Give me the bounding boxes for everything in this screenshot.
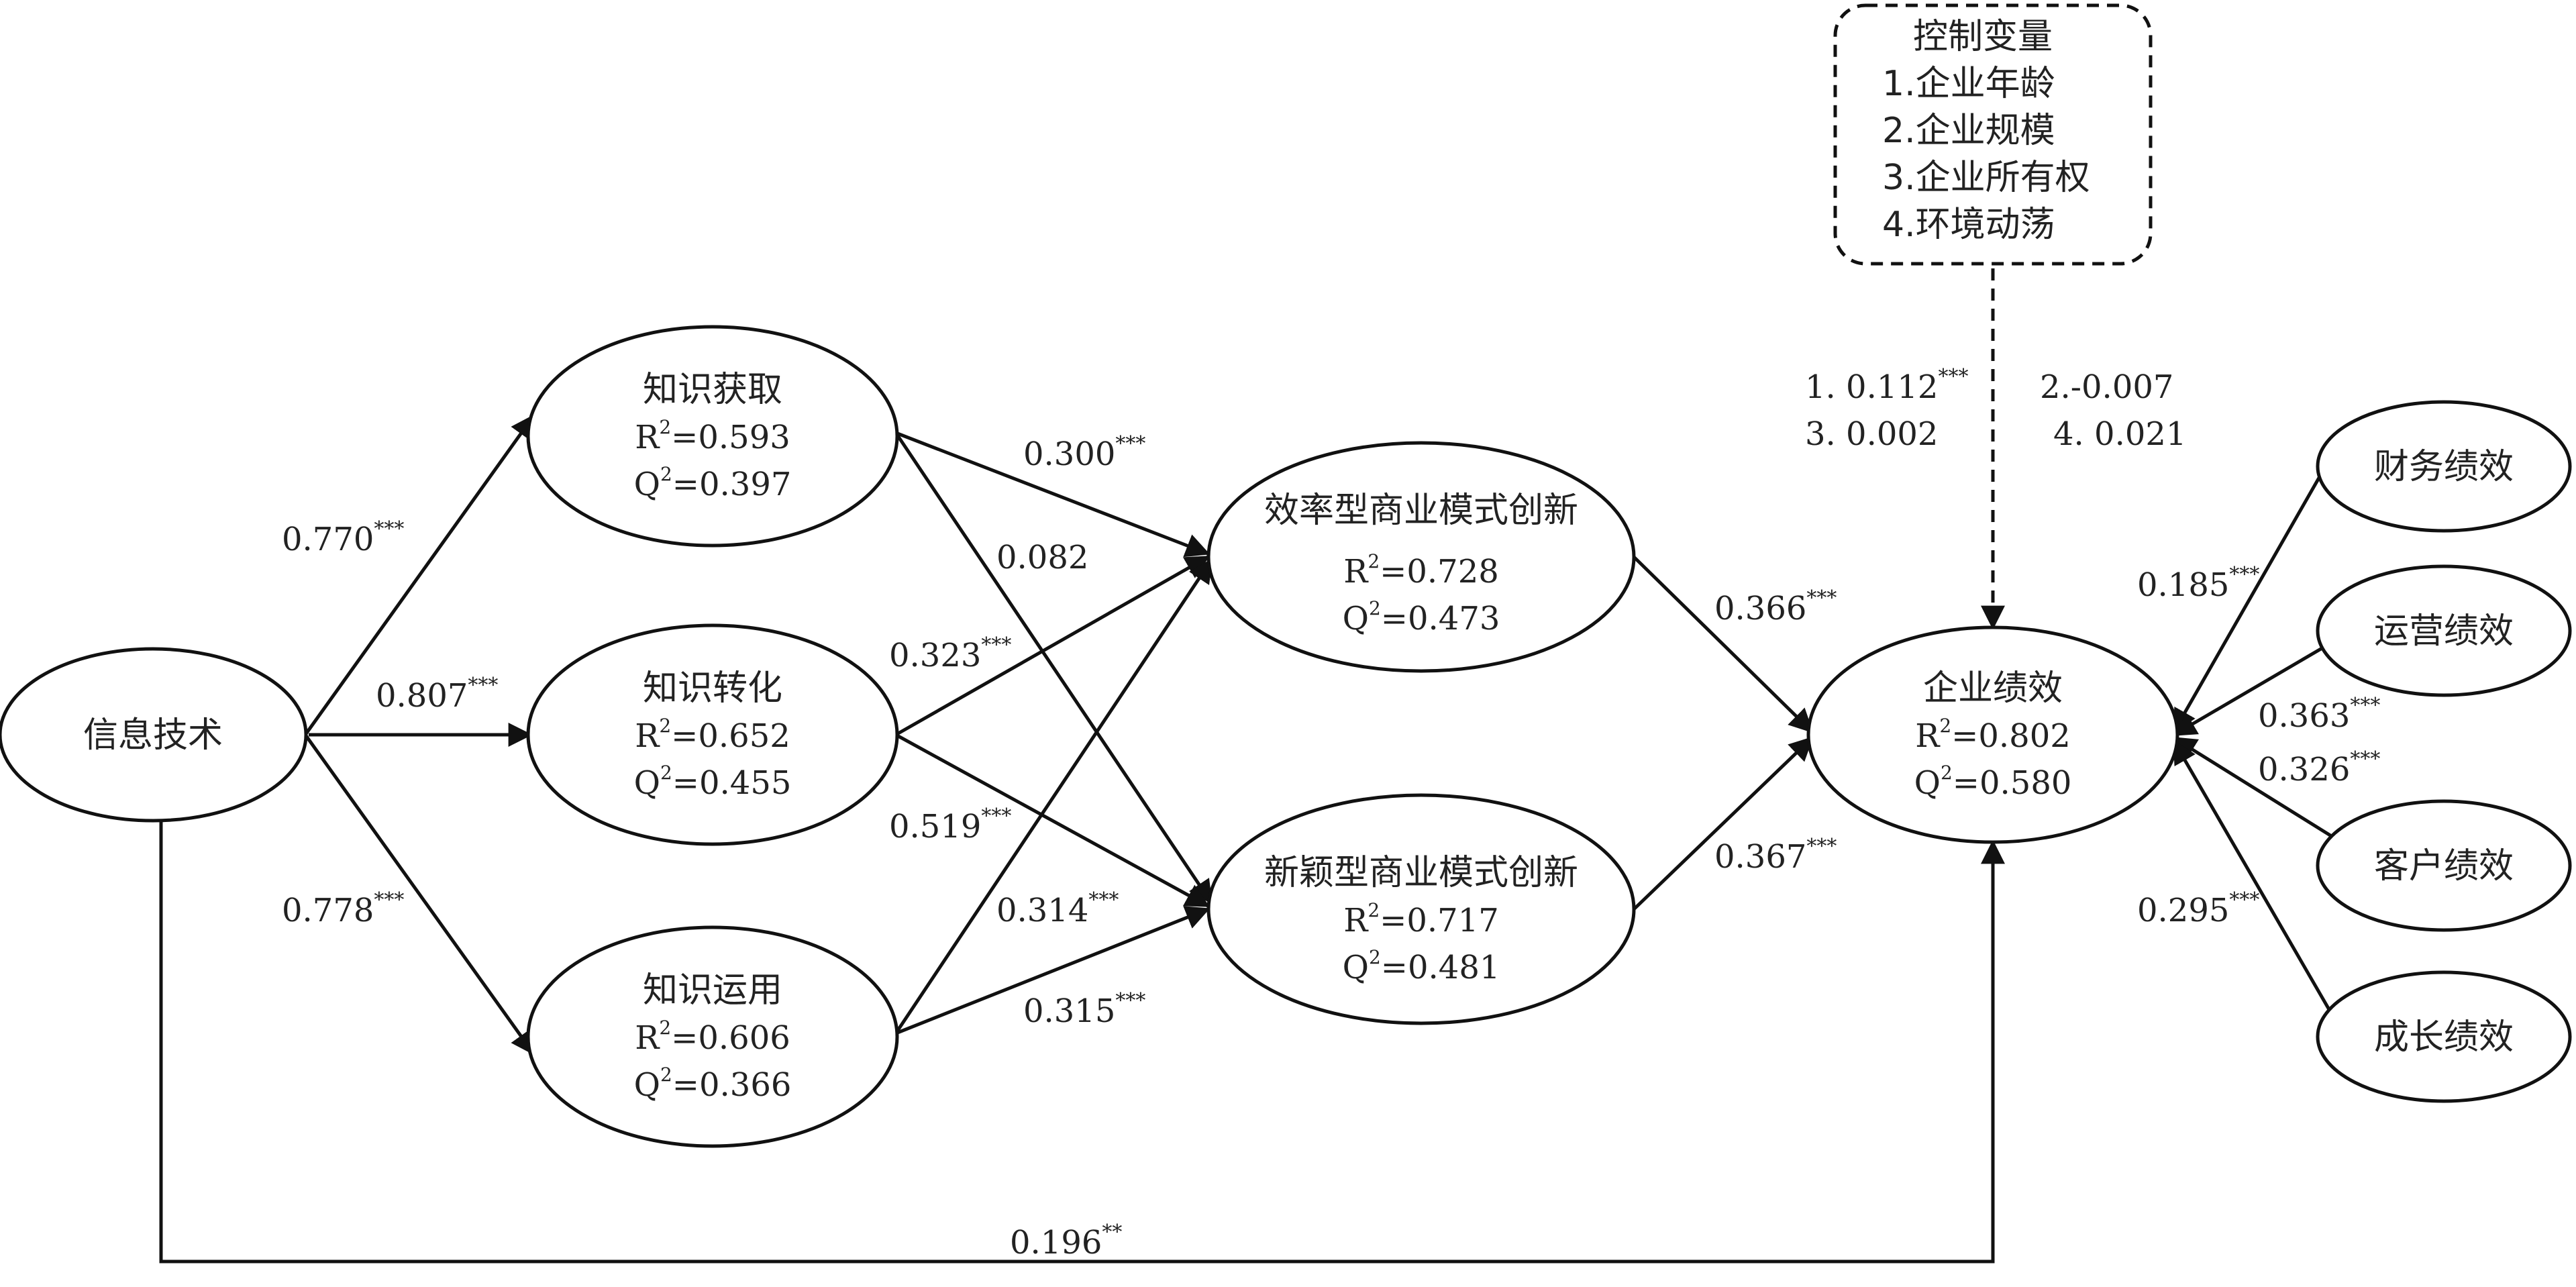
coef-acq-nov: 0.082 [996,539,1088,576]
control-coef-1: 1. 0.112*** [1805,365,1968,406]
node-perf-r2: R2=0.802 [1915,715,2071,755]
node-nov-r2: R2=0.717 [1343,899,1499,939]
node-grow-name: 成长绩效 [2374,1017,2514,1058]
node-acq: 知识获取 R2=0.593 Q2=0.397 [526,325,899,548]
edge-app-nov [895,906,1210,1035]
edge-acq-eff [895,431,1210,558]
edge-acq-nov [894,431,1213,905]
path-edges [159,268,2353,1264]
edge-it-perf [159,822,2005,1264]
node-conv-name: 知识转化 [643,668,782,709]
edge-cust-perf [2171,736,2353,851]
node-grow: 成长绩效 [2316,970,2572,1103]
control-coef-3: 3. 0.002 [1805,415,1938,453]
control-box-frame [1833,3,2153,266]
node-ops: 运营绩效 [2316,564,2572,697]
coef-nov-perf: 0.367*** [1714,835,1837,876]
control-title: 控制变量 [1913,17,2053,57]
node-perf-q2: Q2=0.580 [1914,762,2072,802]
coef-app-nov: 0.315*** [1023,989,1145,1030]
node-acq-r2: R2=0.593 [635,416,790,456]
control-item-4: 4.环境动荡 [1882,205,2055,245]
node-acq-q2: Q2=0.397 [634,463,792,503]
coef-it-app: 0.778*** [282,888,404,929]
node-perf-name: 企业绩效 [1923,668,2063,709]
node-it-name: 信息技术 [83,715,223,756]
control-coefficients: 1. 0.112*** 2.-0.007 3. 0.002 4. 0.021 [1805,365,2186,453]
node-it: 信息技术 [0,647,308,823]
node-eff-q2: Q2=0.473 [1343,597,1500,637]
node-cust-name: 客户绩效 [2374,846,2514,886]
coef-ops-perf: 0.363*** [2258,694,2380,735]
edge-conv-nov [894,733,1210,908]
coef-cust-perf: 0.326*** [2258,748,2380,788]
coef-it-perf: 0.196** [1010,1221,1122,1262]
control-coef-2: 2.-0.007 [2040,368,2173,406]
edge-app-eff [894,558,1213,1035]
node-app-name: 知识运用 [643,970,782,1011]
node-cust: 客户绩效 [2316,799,2572,932]
node-app-r2: R2=0.606 [635,1017,790,1057]
path-coefficients: 0.770*** 0.807*** 0.778*** 0.300*** 0.08… [282,432,2380,1262]
node-fin-name: 财务绩效 [2374,447,2514,487]
node-eff-r2: R2=0.728 [1343,550,1499,590]
node-eff: 效率型商业模式创新 R2=0.728 Q2=0.473 [1206,441,1636,673]
node-app: 知识运用 R2=0.606 Q2=0.366 [526,925,899,1148]
control-item-1: 1.企业年龄 [1882,64,2055,104]
edge-it-app [303,733,535,1056]
coef-app-eff: 0.314*** [996,888,1119,929]
node-conv-q2: Q2=0.455 [634,762,792,802]
node-acq-name: 知识获取 [643,370,782,410]
node-ops-name: 运营绩效 [2374,611,2514,652]
edge-conv-eff [894,555,1210,737]
node-perf: 企业绩效 R2=0.802 Q2=0.580 [1806,625,2179,844]
node-nov-name: 新颖型商业模式创新 [1264,853,1578,893]
control-item-2: 2.企业规模 [1882,111,2055,151]
coef-acq-eff: 0.300*** [1023,432,1145,473]
edge-grow-perf [2172,739,2337,1021]
coef-grow-perf: 0.295*** [2137,888,2259,929]
edge-fin-perf [2172,448,2337,734]
coef-eff-perf: 0.366*** [1714,586,1837,627]
coef-it-conv: 0.807*** [376,674,498,715]
edge-it-acq [303,414,535,736]
coef-fin-perf: 0.185*** [2137,563,2259,604]
node-fin: 财务绩效 [2316,400,2572,533]
control-item-3: 3.企业所有权 [1882,158,2090,198]
node-conv: 知识转化 R2=0.652 Q2=0.455 [526,623,899,846]
node-app-q2: Q2=0.366 [634,1064,792,1104]
control-variables-box: 控制变量 1.企业年龄 2.企业规模 3.企业所有权 4.环境动荡 [1833,3,2153,266]
node-nov-q2: Q2=0.481 [1343,946,1500,986]
coef-it-acq: 0.770*** [282,517,404,558]
node-nov: 新颖型商业模式创新 R2=0.717 Q2=0.481 [1206,793,1636,1025]
coef-conv-nov: 0.519*** [889,805,1011,845]
control-coef-4: 4. 0.021 [2053,415,2186,453]
edge-eff-perf [1633,556,1814,733]
node-conv-r2: R2=0.652 [635,715,790,755]
node-eff-name: 效率型商业模式创新 [1264,491,1578,531]
edge-nov-perf [1633,736,1814,911]
coef-conv-eff: 0.323*** [889,633,1011,674]
